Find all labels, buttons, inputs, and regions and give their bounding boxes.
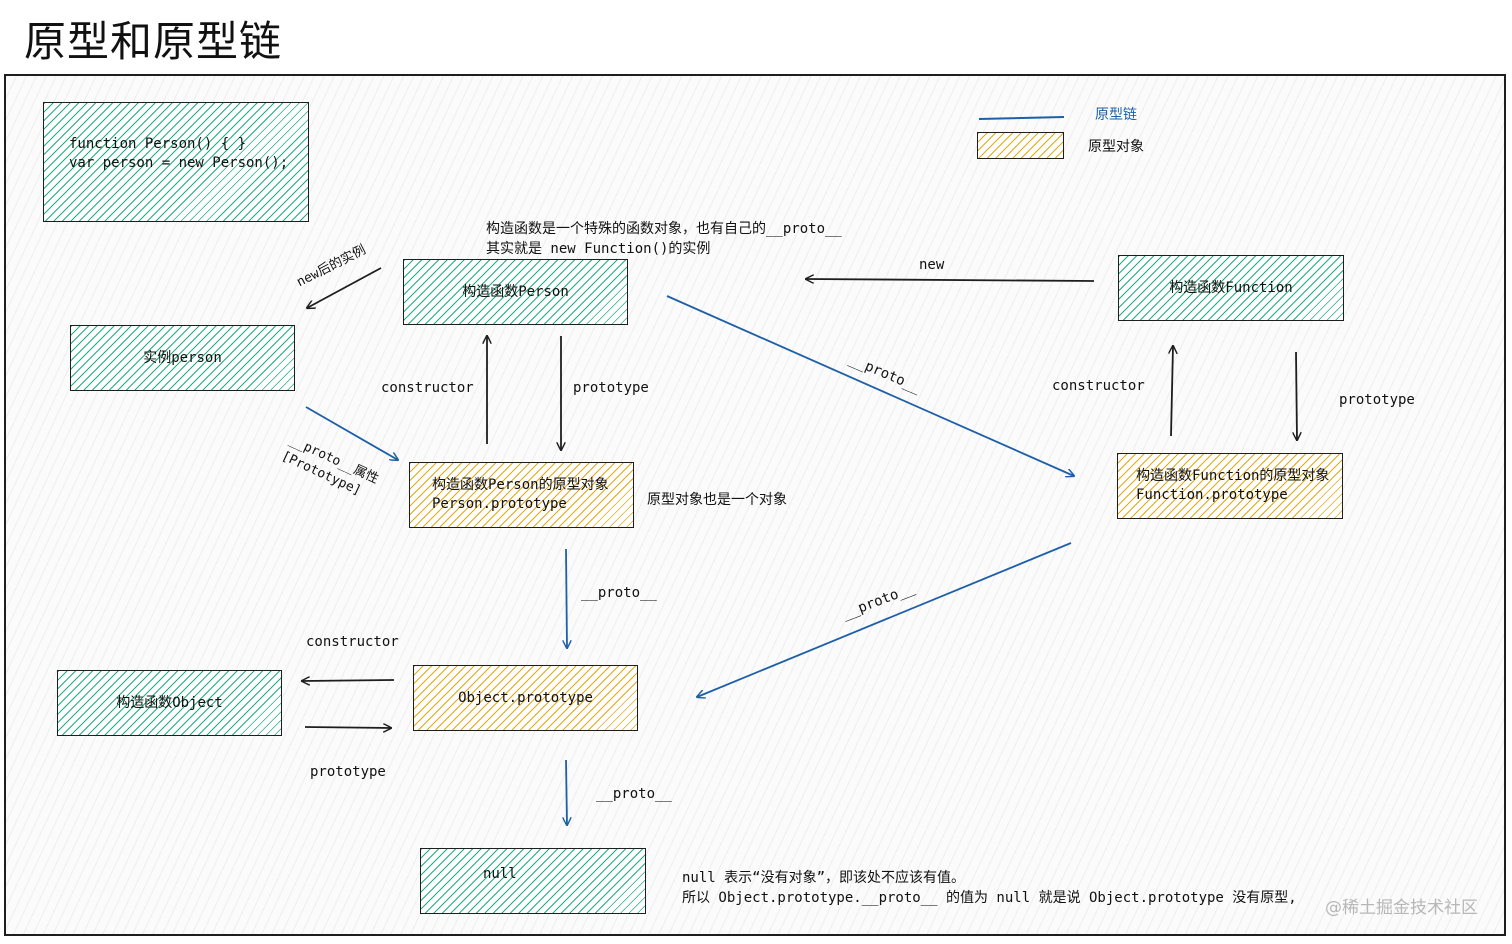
- label-null-proto-chain: __proto__: [596, 786, 672, 802]
- label-object-prototype: prototype: [310, 764, 386, 780]
- node-person-prototype-line2: Person.prototype: [432, 496, 567, 512]
- legend-chain-line: [978, 116, 1065, 120]
- arrow-object-constructor: [302, 680, 395, 681]
- watermark: @稀土掘金技术社区: [1325, 898, 1478, 918]
- node-object-prototype: Object.prototype: [413, 665, 638, 731]
- label-function-constructor: constructor: [1052, 378, 1145, 394]
- arrow-object-prototype: [304, 727, 391, 728]
- chain-object-proto-to-null: [566, 759, 567, 825]
- node-person-instance-label: 实例person: [143, 349, 222, 366]
- note-fn-object-line2: 其实就是 new Function()的实例: [486, 241, 711, 257]
- arrow-new-instance: [307, 267, 382, 308]
- legend-chain-label: 原型链: [1095, 107, 1137, 123]
- node-object-constructor-label: 构造函数Object: [116, 694, 223, 711]
- label-object-constructor: constructor: [306, 634, 399, 650]
- note-proto-is-object: 原型对象也是一个对象: [647, 492, 787, 508]
- arrow-function-new: [806, 279, 1095, 281]
- node-function-prototype-line2: Function.prototype: [1136, 487, 1288, 503]
- node-function-prototype: 构造函数Function的原型对象 Function.prototype: [1117, 453, 1343, 519]
- page-title: 原型和原型链: [24, 17, 283, 66]
- chain-person-proto-to-object-proto: [566, 548, 567, 648]
- node-null: null: [420, 848, 646, 914]
- chain-instance-to-person-proto: [305, 406, 398, 460]
- node-object-prototype-label: Object.prototype: [458, 689, 593, 706]
- legend-swatch: [977, 132, 1064, 159]
- code-box: function Person() { } var person = new P…: [43, 102, 309, 222]
- code-line-2: var person = new Person();: [69, 155, 289, 171]
- legend-object-label: 原型对象: [1088, 139, 1144, 155]
- label-function-prototype: prototype: [1339, 392, 1415, 408]
- note-null-line2: 所以 Object.prototype.__proto__ 的值为 null 就…: [682, 890, 1297, 906]
- chain-function-proto-to-object-proto: [697, 542, 1072, 697]
- node-person-prototype-line1: 构造函数Person的原型对象: [432, 477, 609, 493]
- label-person-constructor: constructor: [381, 380, 474, 396]
- node-person-prototype: 构造函数Person的原型对象 Person.prototype: [409, 462, 634, 528]
- code-line-1: function Person() { }: [69, 136, 247, 152]
- node-function-prototype-line1: 构造函数Function的原型对象: [1136, 468, 1330, 484]
- node-person-instance: 实例person: [70, 325, 295, 391]
- arrow-function-prototype: [1296, 351, 1297, 440]
- chain-person-to-function-proto: [666, 295, 1074, 476]
- label-object-proto-chain: __proto__: [581, 585, 657, 601]
- node-null-label: null: [483, 866, 517, 882]
- node-object-constructor: 构造函数Object: [57, 670, 282, 736]
- arrow-function-constructor: [1171, 346, 1173, 437]
- label-function-new: new: [919, 257, 945, 273]
- node-function-constructor: 构造函数Function: [1118, 255, 1344, 321]
- note-fn-object-line1: 构造函数是一个特殊的函数对象，也有自己的__proto__: [486, 221, 842, 237]
- node-function-constructor-label: 构造函数Function: [1169, 279, 1293, 296]
- note-null-line1: null 表示“没有对象”，即该处不应该有值。: [682, 870, 965, 886]
- node-person-constructor-label: 构造函数Person: [462, 283, 569, 300]
- node-person-constructor: 构造函数Person: [403, 259, 628, 325]
- label-person-prototype: prototype: [573, 380, 649, 396]
